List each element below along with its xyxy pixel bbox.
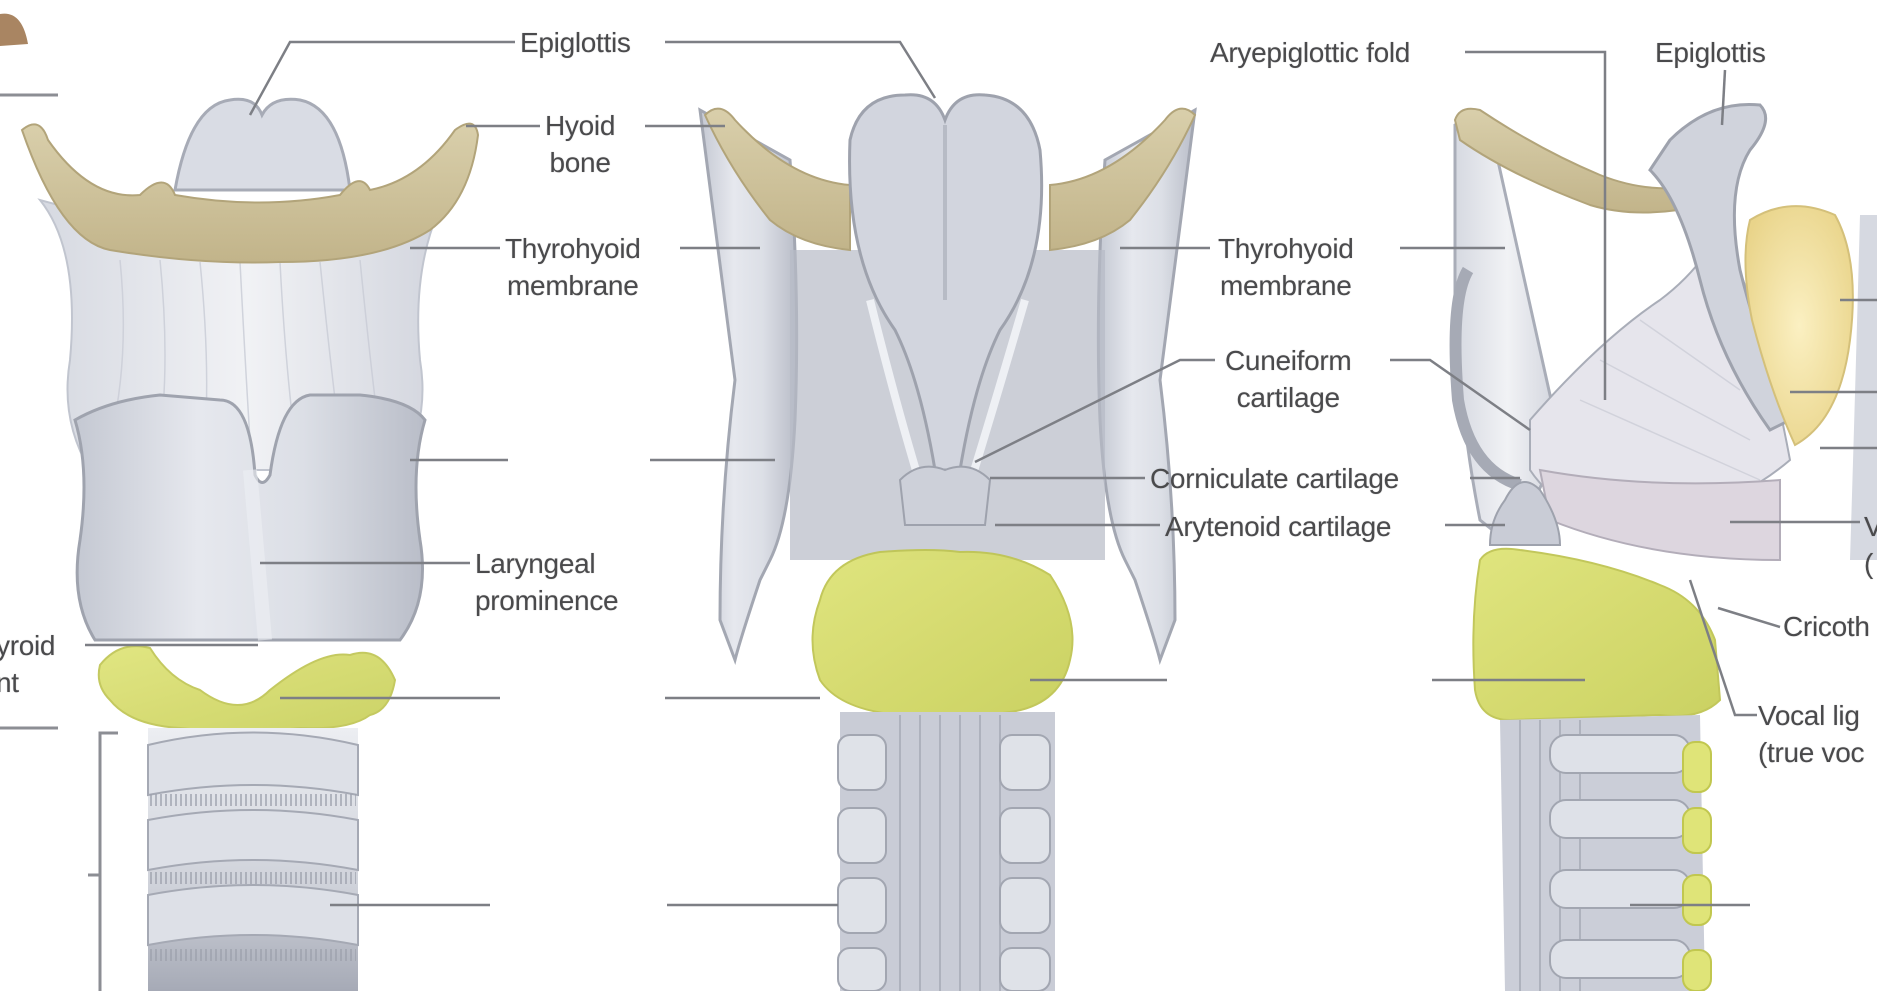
posterior-leader-lines	[645, 40, 1215, 907]
anterior-view-art	[20, 97, 480, 991]
label-thyrohyoid-membrane-anterior: Thyrohyoid membrane	[505, 233, 641, 301]
label-epiglottis-sagittal: Epiglottis	[1655, 37, 1766, 68]
label-epiglottis-anterior: Epiglottis	[520, 27, 631, 58]
label-aryepiglottic-fold: Aryepiglottic fold	[1210, 37, 1411, 68]
sagittal-view-art	[1449, 102, 1877, 991]
label-arytenoid-cartilage: Arytenoid cartilage	[1165, 511, 1392, 542]
label-thyrohyoid-membrane-posterior: Thyrohyoid membrane	[1218, 233, 1354, 301]
label-cricothyroid-partial: Cricoth	[1783, 611, 1870, 642]
label-laryngeal-prominence: Laryngeal prominence	[475, 548, 619, 616]
label-cricothyroid-ligament-partial: yroid nt	[0, 630, 56, 698]
label-hyoid-bone: Hyoid bone	[545, 110, 616, 178]
anterior-leader-lines	[85, 40, 540, 907]
partial-structure-icon	[0, 13, 28, 46]
label-cuneiform-cartilage: Cuneiform cartilage	[1225, 345, 1352, 413]
posterior-view-art	[698, 93, 1197, 991]
label-vocal-ligament-partial: Vocal lig (true voc	[1758, 700, 1865, 768]
label-corniculate-cartilage: Corniculate cartilage	[1150, 463, 1399, 494]
label-vestibular-fold-partial: V (	[1864, 511, 1877, 579]
sagittal-leader-lines	[1390, 50, 1877, 907]
